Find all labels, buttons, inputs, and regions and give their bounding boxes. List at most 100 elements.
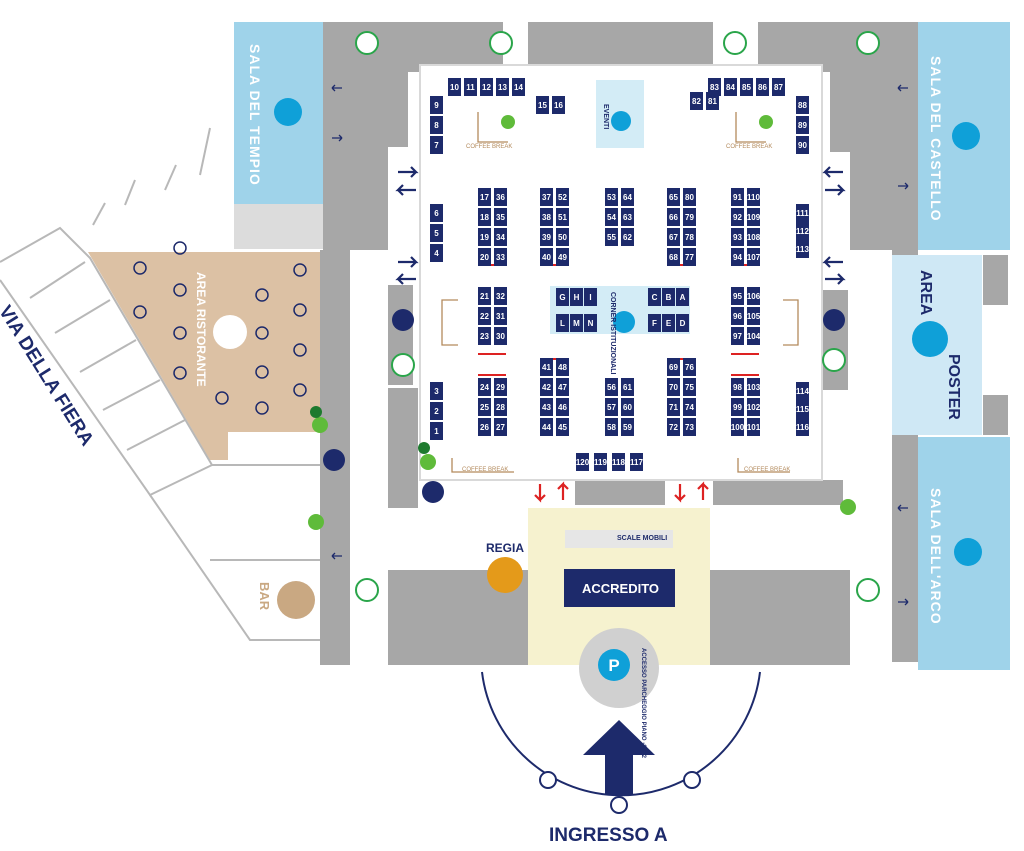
booth[interactable]: 77 [683,248,696,266]
booth[interactable]: 104 [747,327,760,345]
booth[interactable]: 38 [540,208,553,226]
booth[interactable]: 72 [667,418,680,436]
booth[interactable]: 98 [731,378,744,396]
booth[interactable]: 79 [683,208,696,226]
booth[interactable]: 66 [667,208,680,226]
booth[interactable]: 74 [683,398,696,416]
booth[interactable]: G [556,288,569,306]
booth[interactable]: 43 [540,398,553,416]
booth[interactable]: 8 [430,116,443,134]
booth[interactable]: 7 [430,136,443,154]
booth[interactable]: 31 [494,307,507,325]
booth[interactable]: 101 [747,418,760,436]
booth[interactable]: L [556,314,569,332]
booth[interactable]: 33 [494,248,507,266]
booth[interactable]: 113 [796,240,809,258]
booth[interactable]: 117 [630,453,643,471]
booth[interactable]: 55 [605,228,618,246]
booth[interactable]: 1 [430,422,443,440]
booth[interactable]: 111 [796,204,809,222]
booth[interactable]: 37 [540,188,553,206]
booth[interactable]: 24 [478,378,491,396]
booth[interactable]: 19 [478,228,491,246]
booth[interactable]: 106 [747,287,760,305]
booth[interactable]: 87 [772,78,785,96]
booth[interactable]: 107 [747,248,760,266]
booth[interactable]: 92 [731,208,744,226]
booth[interactable]: 81 [706,92,719,110]
booth[interactable]: 95 [731,287,744,305]
booth[interactable]: 25 [478,398,491,416]
booth[interactable]: 116 [796,418,809,436]
booth[interactable]: 12 [480,78,493,96]
booth[interactable]: 108 [747,228,760,246]
booth[interactable]: 61 [621,378,634,396]
booth[interactable]: I [584,288,597,306]
booth[interactable]: 88 [796,96,809,114]
booth[interactable]: 2 [430,402,443,420]
booth[interactable]: 27 [494,418,507,436]
booth[interactable]: 112 [796,222,809,240]
booth[interactable]: 47 [556,378,569,396]
booth[interactable]: 89 [796,116,809,134]
booth[interactable]: 69 [667,358,680,376]
booth[interactable]: 65 [667,188,680,206]
booth[interactable]: 71 [667,398,680,416]
booth[interactable]: 11 [464,78,477,96]
booth[interactable]: 63 [621,208,634,226]
booth[interactable]: 56 [605,378,618,396]
booth[interactable]: C [648,288,661,306]
booth[interactable]: 16 [552,96,565,114]
booth[interactable]: H [570,288,583,306]
booth[interactable]: 15 [536,96,549,114]
booth[interactable]: 30 [494,327,507,345]
booth[interactable]: 58 [605,418,618,436]
booth[interactable]: 67 [667,228,680,246]
booth[interactable]: 60 [621,398,634,416]
booth[interactable]: 50 [556,228,569,246]
booth[interactable]: 5 [430,224,443,242]
booth[interactable]: 70 [667,378,680,396]
booth[interactable]: 36 [494,188,507,206]
booth[interactable]: 110 [747,188,760,206]
booth[interactable]: A [676,288,689,306]
booth[interactable]: 64 [621,188,634,206]
booth[interactable]: 118 [612,453,625,471]
booth[interactable]: 39 [540,228,553,246]
booth[interactable]: 22 [478,307,491,325]
booth[interactable]: B [662,288,675,306]
booth[interactable]: 32 [494,287,507,305]
booth[interactable]: 29 [494,378,507,396]
booth[interactable]: F [648,314,661,332]
booth[interactable]: 93 [731,228,744,246]
booth[interactable]: 68 [667,248,680,266]
booth[interactable]: 76 [683,358,696,376]
booth[interactable]: 10 [448,78,461,96]
booth[interactable]: 78 [683,228,696,246]
booth[interactable]: 109 [747,208,760,226]
booth[interactable]: 57 [605,398,618,416]
booth[interactable]: 82 [690,92,703,110]
booth[interactable]: D [676,314,689,332]
booth[interactable]: 4 [430,244,443,262]
booth[interactable]: 51 [556,208,569,226]
booth[interactable]: 96 [731,307,744,325]
booth[interactable]: 34 [494,228,507,246]
booth[interactable]: 40 [540,248,553,266]
booth[interactable]: 26 [478,418,491,436]
booth[interactable]: 94 [731,248,744,266]
booth[interactable]: M [570,314,583,332]
booth[interactable]: E [662,314,675,332]
booth[interactable]: 45 [556,418,569,436]
booth[interactable]: 86 [756,78,769,96]
booth[interactable]: 3 [430,382,443,400]
booth[interactable]: 18 [478,208,491,226]
booth[interactable]: 103 [747,378,760,396]
booth[interactable]: 105 [747,307,760,325]
booth[interactable]: 13 [496,78,509,96]
booth[interactable]: 44 [540,418,553,436]
booth[interactable]: 46 [556,398,569,416]
booth[interactable]: 28 [494,398,507,416]
booth[interactable]: 91 [731,188,744,206]
booth[interactable]: 59 [621,418,634,436]
